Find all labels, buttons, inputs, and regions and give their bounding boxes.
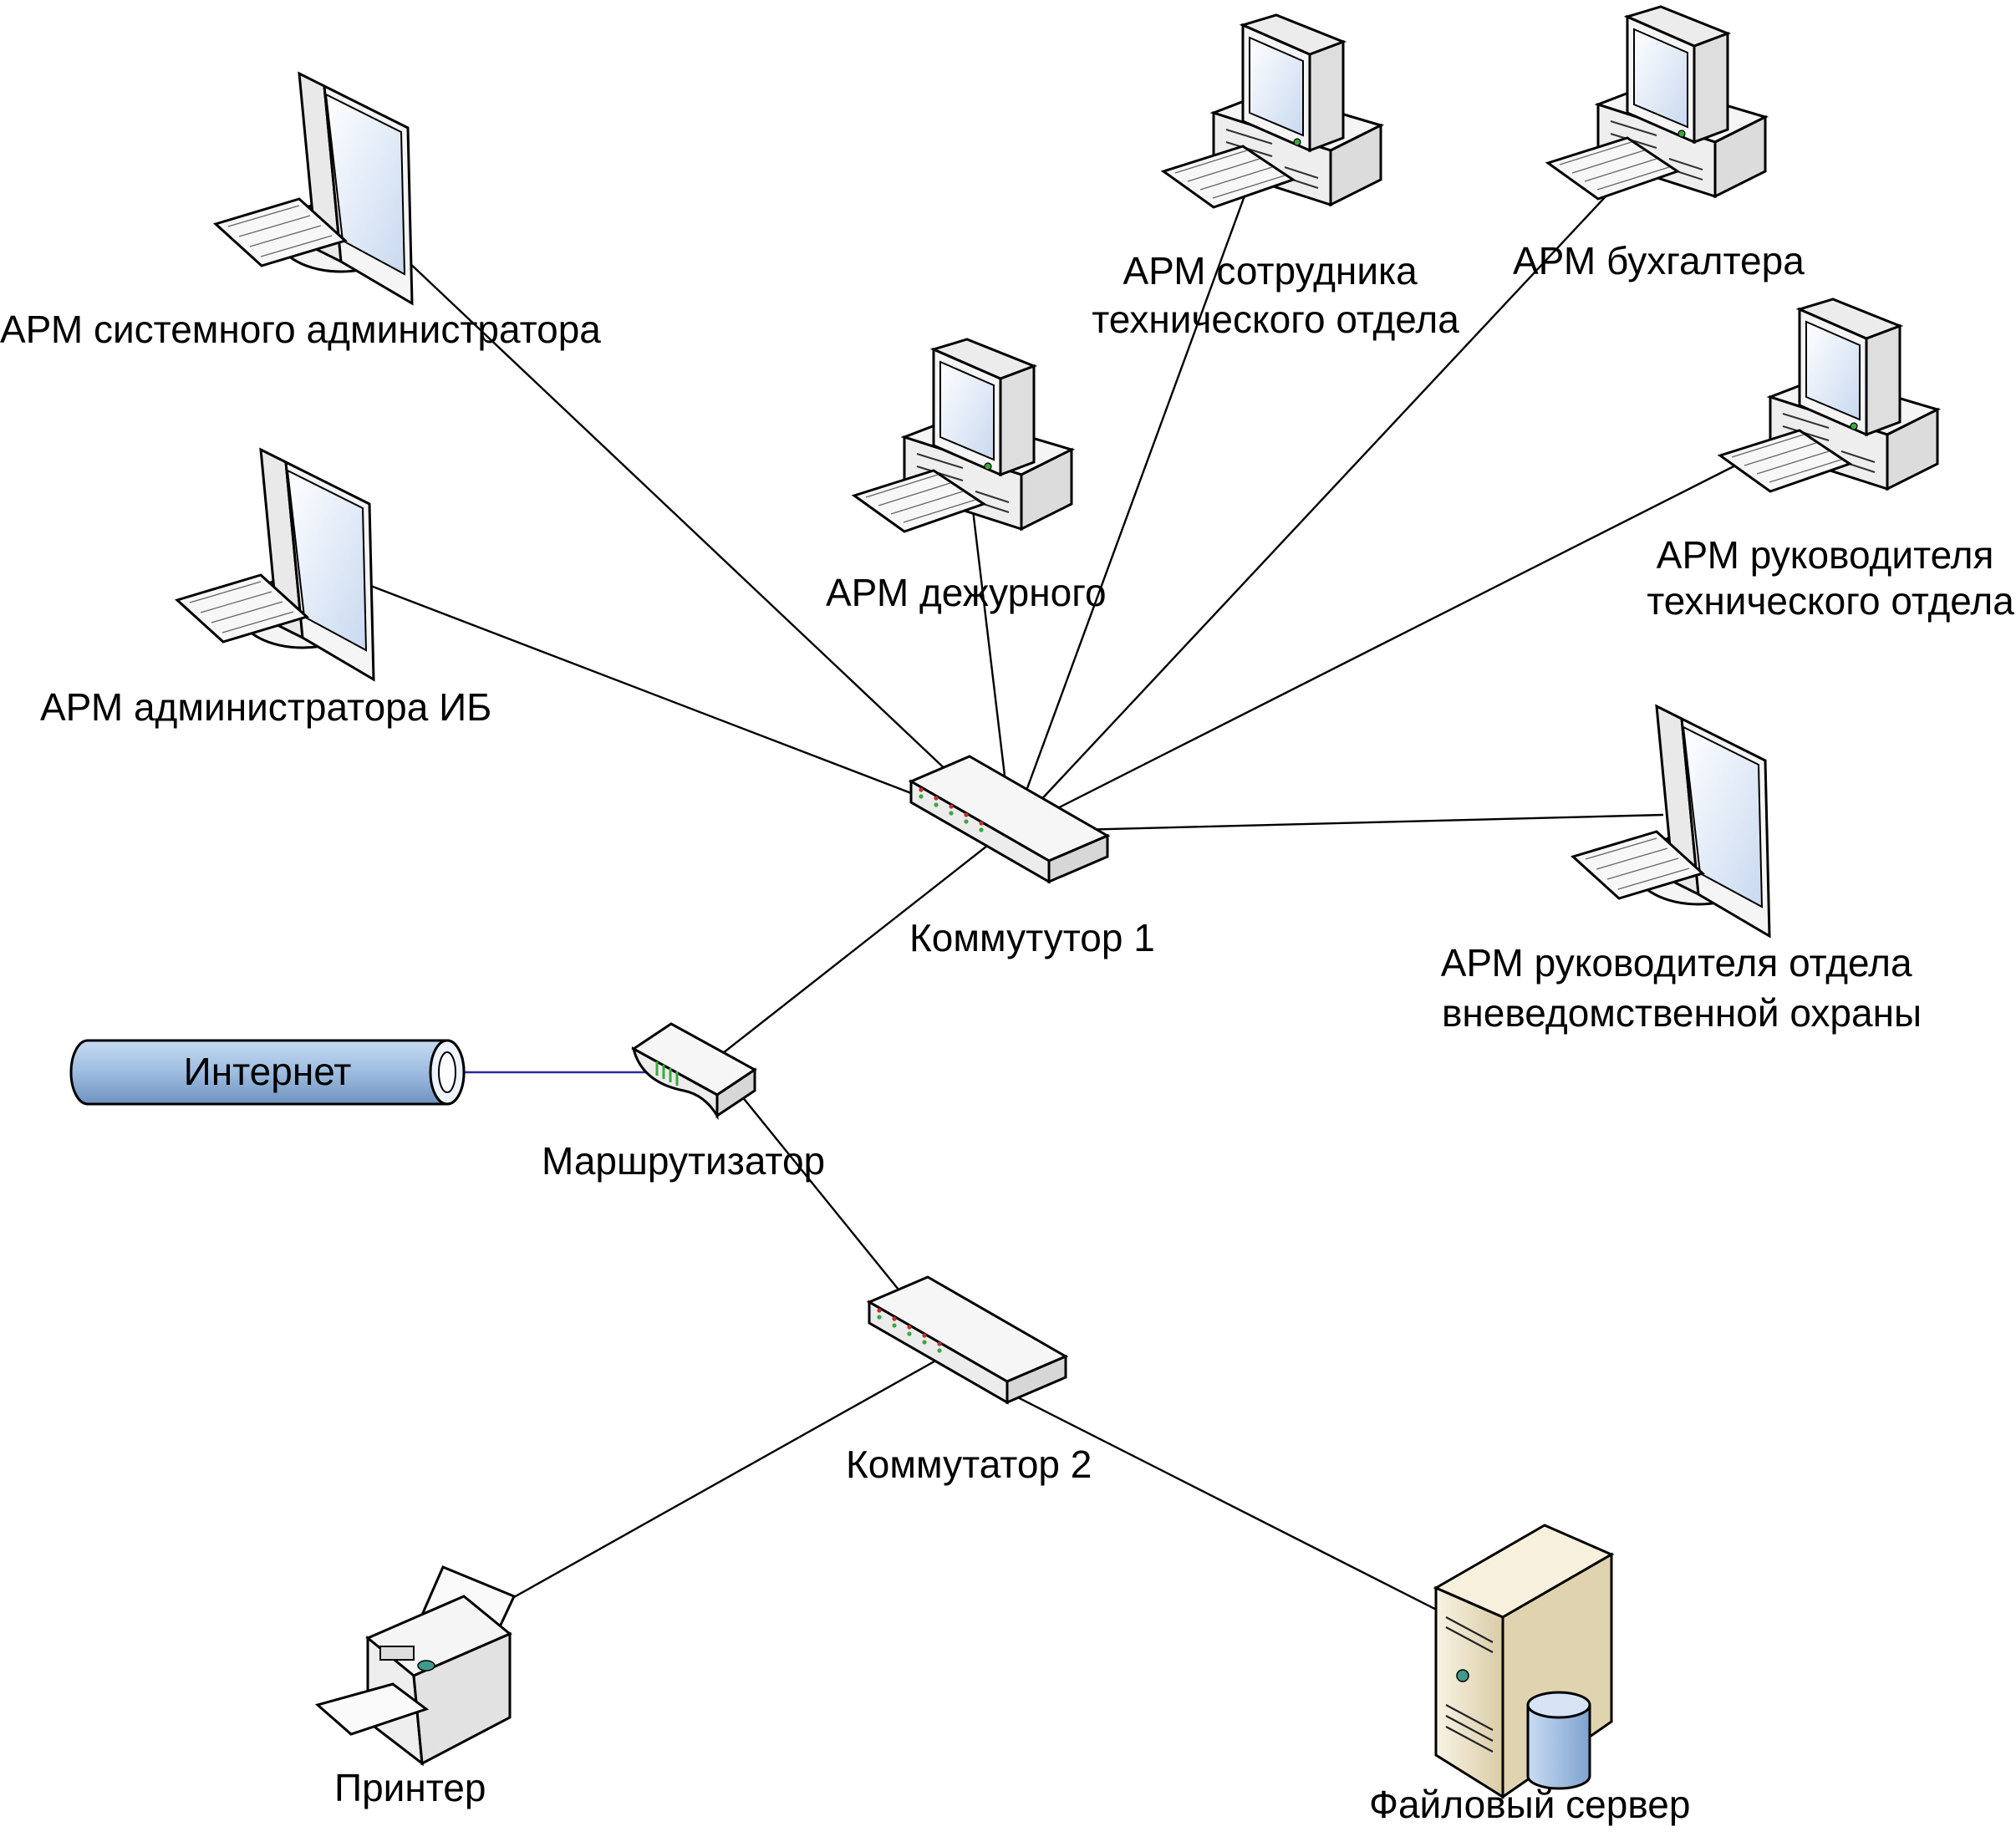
label-arm-tech-head: АРМ руководителя технического отдела	[1647, 533, 2014, 623]
label-router: Маршрутизатор	[542, 1139, 825, 1183]
link-switch1-security-head	[1011, 813, 1664, 833]
link-switch1-accountant	[1011, 116, 1681, 832]
label-switch2: Коммутатор 2	[846, 1442, 1092, 1486]
label-arm-ib-admin: АРМ администратора ИБ	[40, 685, 491, 729]
tech-head-desktop-computer-icon	[1718, 298, 1939, 493]
switch1-icon	[909, 755, 1109, 883]
label-arm-duty: АРМ дежурного	[826, 571, 1107, 614]
link-switch2-file-server	[939, 1356, 1526, 1656]
accountant-desktop-computer-icon	[1546, 5, 1767, 201]
label-switch1: Коммутутор 1	[909, 916, 1155, 959]
printer-icon	[316, 1565, 516, 1765]
security-head-monitor-icon	[1571, 705, 1771, 938]
label-printer: Принтер	[334, 1766, 486, 1809]
label-file-server: Файловый сервер	[1369, 1783, 1690, 1826]
label-arm-tech-employee: АРМ сотрудника технического отдела	[1092, 249, 1459, 341]
link-switch1-tech-employee	[1010, 125, 1272, 832]
internet-cylinder-icon	[69, 1039, 466, 1106]
label-arm-sysadmin: АРМ системного администратора	[0, 308, 601, 351]
switch2-icon	[868, 1275, 1067, 1404]
label-internet: Интернет	[184, 1050, 352, 1093]
link-switch2-printer	[492, 1356, 941, 1610]
tech-employee-desktop-computer-icon	[1162, 13, 1382, 209]
link-switch1-router	[722, 839, 995, 1054]
link-switch1-tech-head	[1011, 454, 1756, 833]
label-arm-accountant: АРМ бухгалтера	[1513, 239, 1805, 282]
link-switch1-ib-admin	[296, 556, 1012, 833]
link-router-switch2	[726, 1077, 924, 1321]
ib-admin-monitor-icon	[176, 448, 375, 681]
duty-desktop-computer-icon	[853, 338, 1073, 533]
router-icon	[632, 1022, 756, 1117]
link-switch1-sysadmin	[329, 187, 1012, 832]
connection-lines	[296, 116, 1756, 1656]
sysadmin-monitor-icon	[214, 72, 414, 305]
label-arm-security-head: АРМ руководителя отдела вневедомственной…	[1441, 941, 1923, 1035]
file-server-icon	[1434, 1524, 1613, 1799]
